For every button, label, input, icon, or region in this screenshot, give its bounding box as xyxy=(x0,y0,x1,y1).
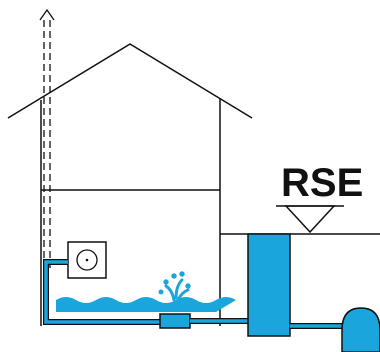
fountain-icon xyxy=(158,271,191,302)
rse-label: RSE xyxy=(281,161,363,205)
water-level-marker-icon xyxy=(276,205,344,234)
hydrant xyxy=(341,307,380,352)
arrow-up-icon xyxy=(39,8,55,21)
house-outline xyxy=(7,43,253,326)
filter-block xyxy=(159,313,191,329)
water-pool xyxy=(56,297,236,312)
house-pipe xyxy=(43,259,162,325)
pump-box xyxy=(67,241,107,279)
vent-pipe xyxy=(39,8,55,268)
pump-circle-icon xyxy=(76,249,98,271)
tank xyxy=(247,233,291,337)
roof-line xyxy=(7,43,253,119)
